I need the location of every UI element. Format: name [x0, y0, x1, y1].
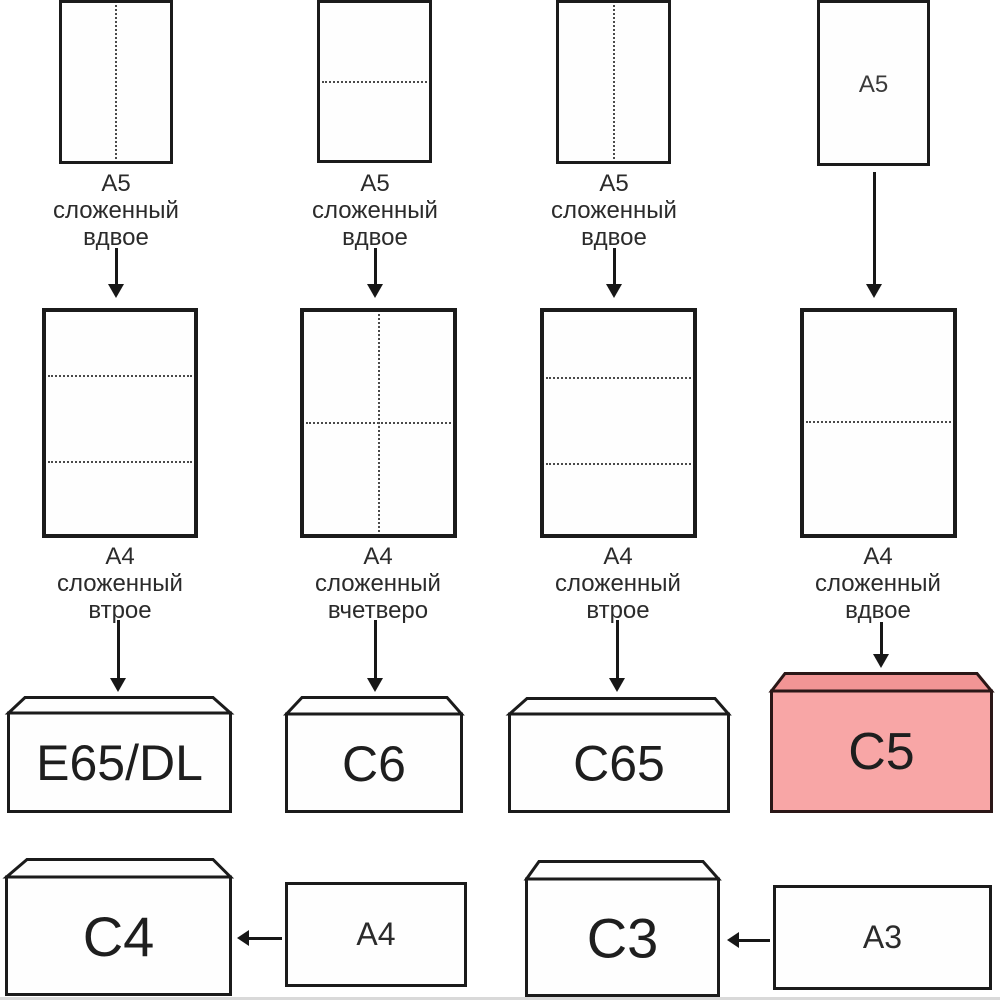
paper-a3-bottom: A3: [773, 885, 992, 990]
down-arrow: [367, 620, 383, 692]
envelope-label: C65: [573, 736, 665, 792]
envelope-c65: C65: [505, 697, 732, 813]
left-arrow: [237, 930, 282, 946]
down-arrow: [873, 622, 889, 668]
paper-size-label: A4: [356, 916, 396, 952]
fold-caption-col1-mid: A4 сложенный втрое: [57, 543, 183, 624]
envelope-label: C6: [342, 736, 406, 792]
down-arrow-long: [866, 172, 882, 298]
paper-a4-col1: [42, 308, 198, 538]
paper-a4-col3: [540, 308, 697, 538]
fold-line: [546, 377, 691, 379]
fold-line: [48, 375, 192, 377]
paper-a5-col1: [59, 0, 173, 164]
paper-a4-col2: [300, 308, 457, 538]
image-bottom-edge: [0, 997, 1000, 1000]
down-arrow: [108, 248, 124, 298]
envelope-c6: C6: [283, 696, 465, 813]
envelope-flap: [505, 697, 732, 716]
envelope-c5-highlighted: C5: [768, 672, 995, 813]
envelope-body: [7, 711, 232, 813]
envelope-label: C5: [848, 723, 914, 781]
paper-size-label: A3: [862, 919, 903, 955]
paper-size-label: A5: [858, 71, 889, 98]
down-arrow: [110, 620, 126, 692]
paper-a4-bottom: A4: [285, 882, 467, 987]
envelope-e65dl: E65/DL: [4, 696, 235, 813]
envelope-c3: C3: [523, 860, 722, 997]
envelope-body: [525, 877, 720, 997]
envelope-c4: C4: [2, 858, 235, 996]
envelope-flap: [2, 858, 235, 879]
down-arrow: [606, 248, 622, 298]
envelope-flap: [523, 860, 722, 881]
fold-caption-col2-mid: A4 сложенный вчетверо: [315, 543, 441, 624]
paper-a5-col4: A5: [817, 0, 930, 166]
down-arrow: [609, 620, 625, 692]
paper-a4-col4: [800, 308, 957, 538]
fold-caption-col1-top: A5 сложенный вдвое: [53, 170, 179, 251]
paper-a5-col3: [556, 0, 671, 164]
fold-caption-col2-top: A5 сложенный вдвое: [312, 170, 438, 251]
envelope-body: [508, 712, 730, 813]
envelope-label: C4: [83, 905, 155, 968]
fold-line: [48, 461, 192, 463]
fold-line: [377, 314, 380, 532]
envelope-label: E65/DL: [36, 735, 203, 791]
fold-line: [546, 463, 691, 465]
fold-caption-col3-top: A5 сложенный вдвое: [551, 170, 677, 251]
left-arrow: [727, 932, 770, 948]
envelope-flap: [768, 672, 995, 693]
envelope-body: [285, 712, 463, 813]
down-arrow: [367, 248, 383, 298]
fold-line: [322, 80, 427, 83]
envelope-flap: [4, 696, 235, 715]
envelope-body: [770, 689, 993, 813]
envelope-flap: [283, 696, 465, 716]
fold-line: [806, 421, 951, 423]
paper-a5-col2: [317, 0, 432, 163]
envelope-body: [5, 875, 232, 996]
fold-line: [115, 5, 117, 159]
envelope-label: C3: [587, 907, 659, 970]
fold-caption-col3-mid: A4 сложенный втрое: [555, 543, 681, 624]
fold-line: [612, 5, 615, 159]
fold-caption-col4-mid: A4 сложенный вдвое: [815, 543, 941, 624]
